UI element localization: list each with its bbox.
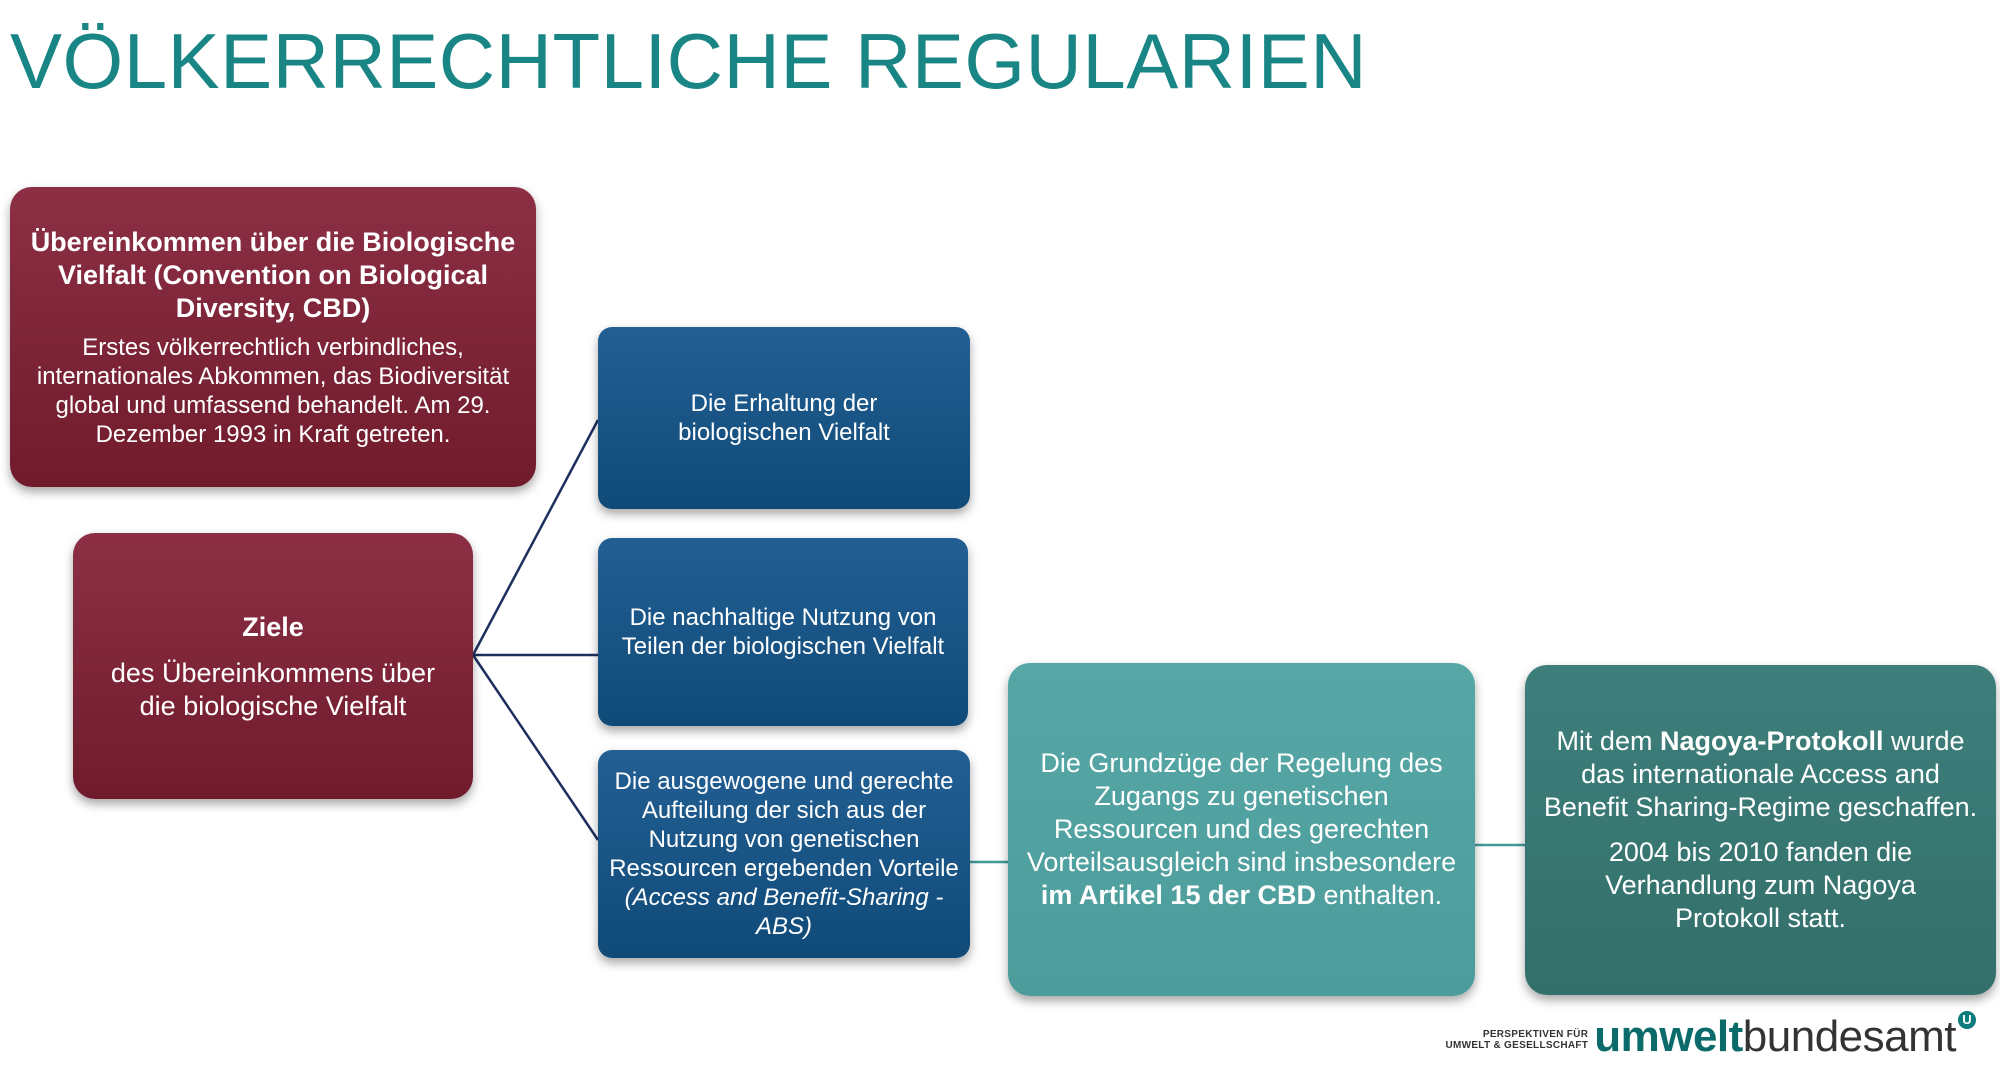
cbd-box: Übereinkommen über die Biologische Vielf…	[10, 187, 536, 487]
connector-ziele-goal3	[471, 654, 600, 841]
article15-text-part2: enthalten.	[1315, 880, 1443, 910]
article15-text-bold: im Artikel 15 der CBD	[1040, 880, 1316, 910]
article15-box: Die Grundzüge der Regelung des Zugangs z…	[1008, 663, 1475, 996]
article15-text-part1: Die Grundzüge der Regelung des Zugangs z…	[1026, 748, 1457, 877]
nagoya-box: Mit dem Nagoya-Protokoll wurde das inter…	[1525, 665, 1996, 995]
nagoya-text-2: 2004 bis 2010 fanden die Verhandlung zum…	[1605, 837, 1916, 933]
goal-text: Die Erhaltung der biologischen Vielfalt	[678, 390, 890, 446]
umweltbundesamt-logo: PERSPEKTIVEN FÜR UMWELT & GESELLSCHAFT u…	[1445, 1003, 1976, 1059]
goal-text-italic: (Access and Benefit-Sharing - ABS)	[624, 884, 944, 940]
page-title: VÖLKERRECHTLICHE REGULARIEN	[10, 17, 1368, 105]
goal-text: Die ausgewogene und gerechte Aufteilung …	[608, 767, 960, 941]
ziele-box: Ziele des Übereinkommens über die biolog…	[73, 533, 473, 799]
logo-tagline-line2: UMWELT & GESELLSCHAFT	[1445, 1040, 1589, 1051]
logo-tagline: PERSPEKTIVEN FÜR UMWELT & GESELLSCHAFT	[1445, 1029, 1588, 1051]
nagoya-text-part1: Mit dem	[1556, 726, 1660, 756]
goal-text: Die nachhaltige Nutzung von Teilen der b…	[621, 604, 945, 660]
cbd-description: Erstes völkerrechtlich verbindliches, in…	[36, 333, 510, 448]
ziele-heading: Ziele	[242, 612, 304, 642]
goal-text-plain: Die ausgewogene und gerechte Aufteilung …	[609, 768, 959, 882]
article15-text: Die Grundzüge der Regelung des Zugangs z…	[1022, 747, 1461, 912]
nagoya-text-part2: wurde das internationale Access and Bene…	[1543, 726, 1978, 822]
logo-mark-icon: U	[1958, 1011, 1976, 1029]
goal-box-sustainable-use: Die nachhaltige Nutzung von Teilen der b…	[598, 538, 968, 726]
nagoya-text: Mit dem Nagoya-Protokoll wurde das inter…	[1539, 725, 1982, 824]
connector-ziele-goal1	[471, 419, 600, 656]
cbd-heading: Übereinkommen über die Biologische Vielf…	[30, 226, 516, 323]
goal-box-conservation: Die Erhaltung der biologischen Vielfalt	[598, 327, 970, 509]
goal-box-benefit-sharing: Die ausgewogene und gerechte Aufteilung …	[598, 750, 970, 958]
nagoya-text-bold: Nagoya-Protokoll	[1659, 726, 1884, 756]
logo-word-umwelt: umwelt	[1594, 1012, 1743, 1061]
logo-wordmark: umweltbundesamt	[1594, 1015, 1956, 1059]
logo-word-bundesamt: bundesamt	[1742, 1012, 1957, 1061]
logo-tagline-line1: PERSPEKTIVEN FÜR	[1482, 1029, 1589, 1040]
ziele-description: des Übereinkommens über die biologische …	[110, 658, 436, 721]
